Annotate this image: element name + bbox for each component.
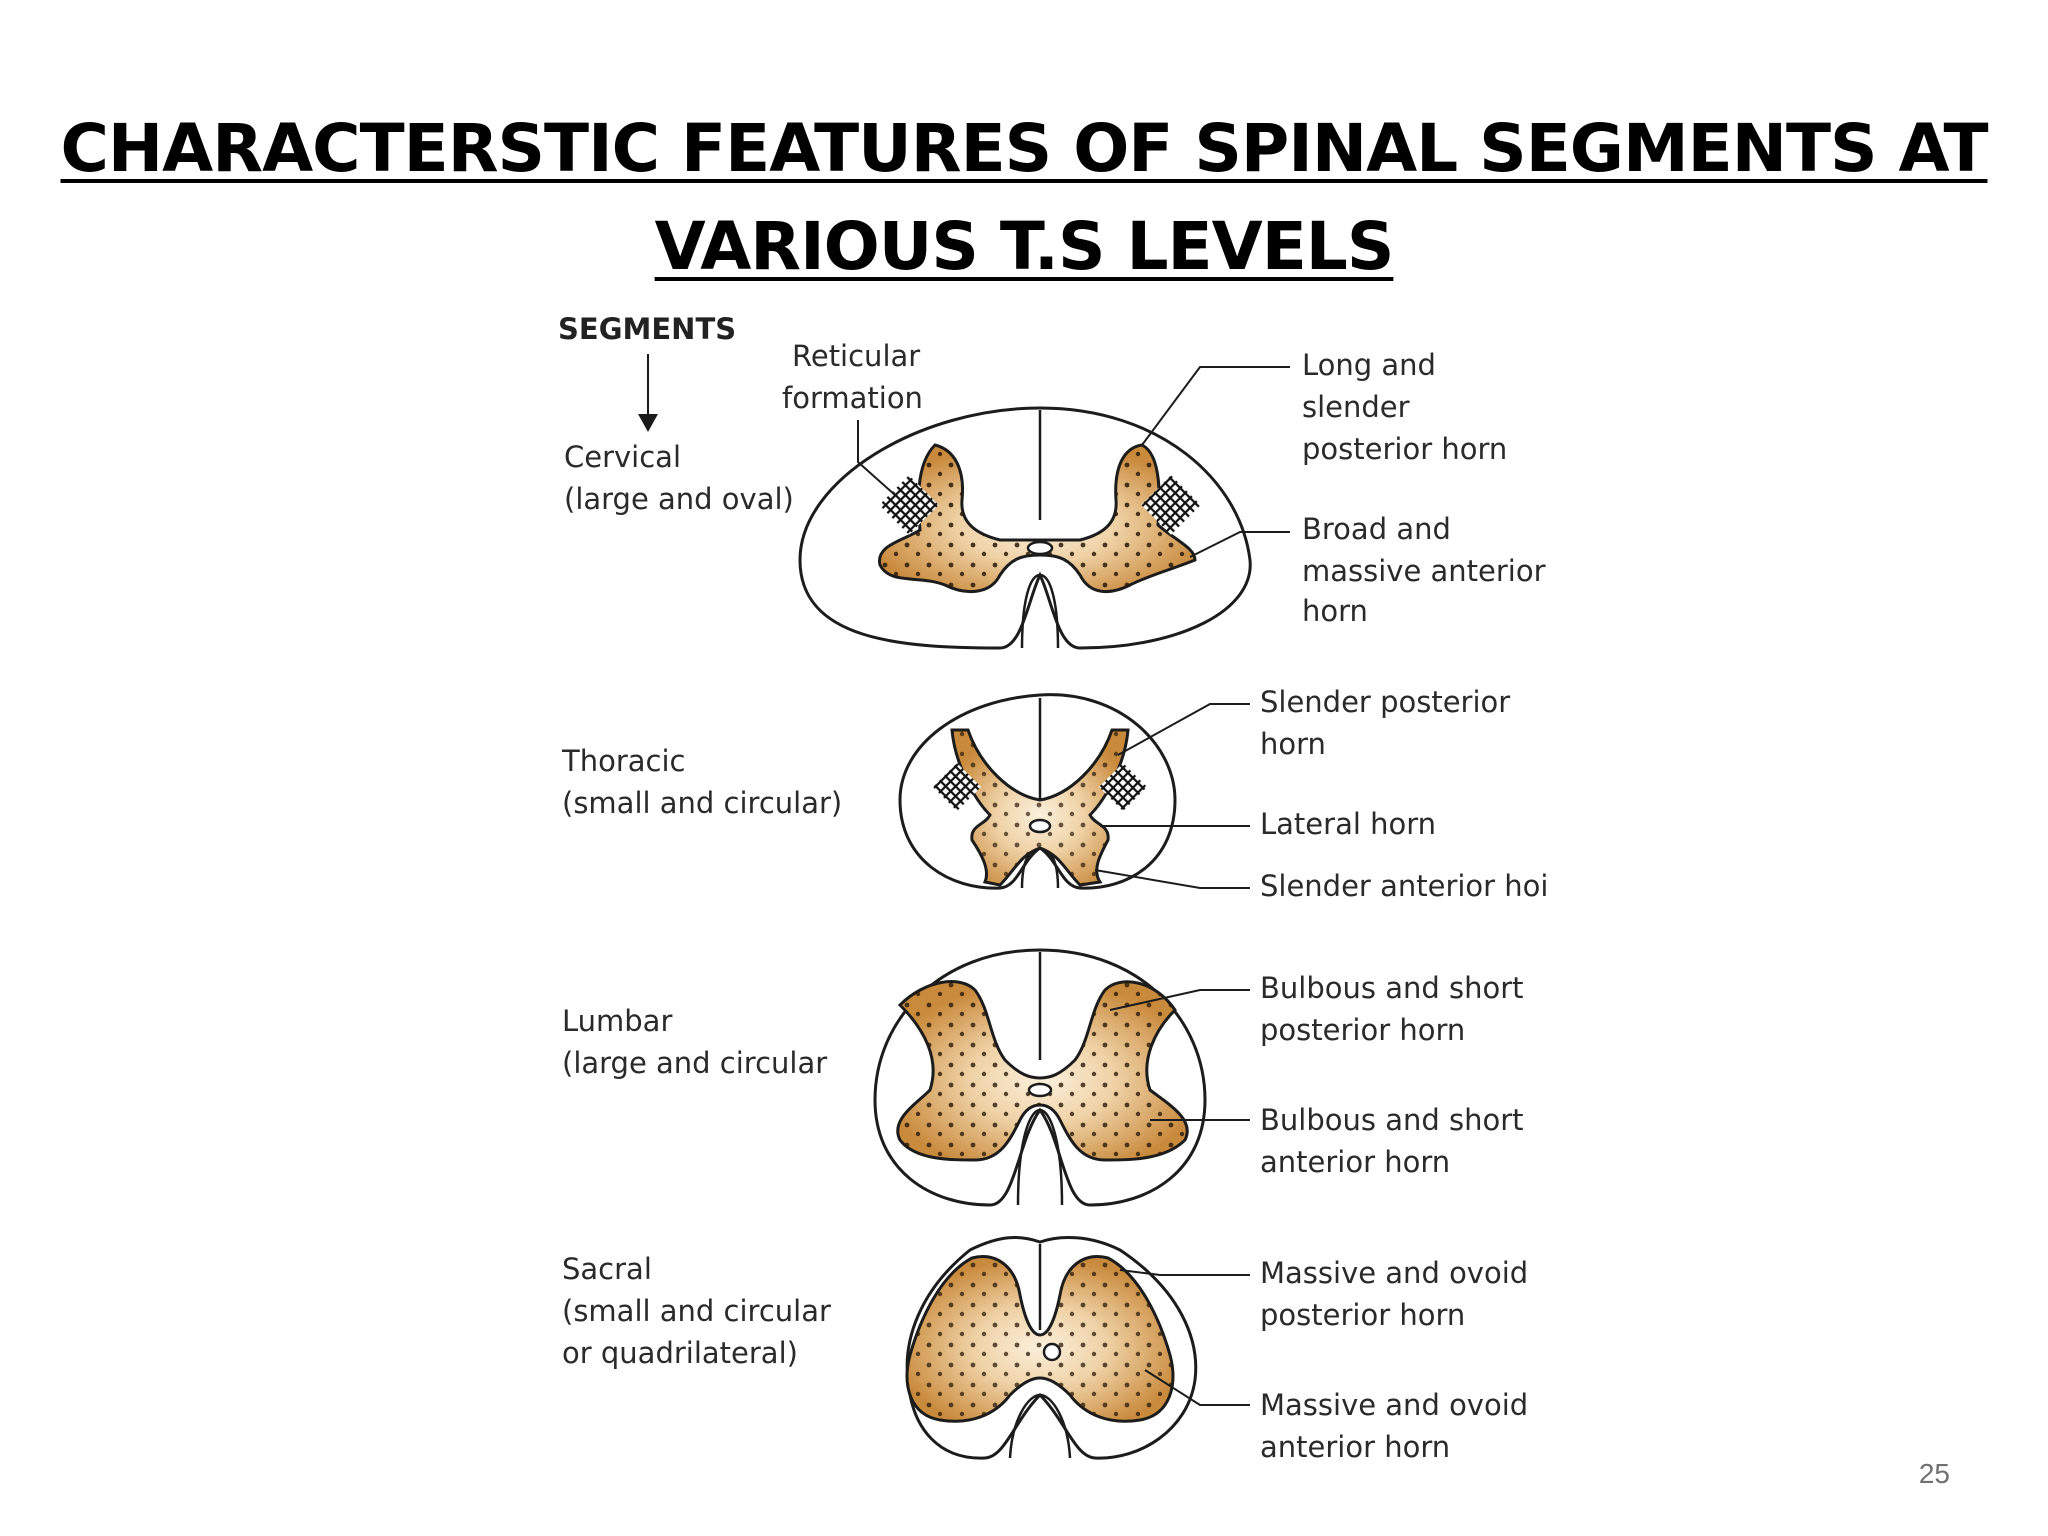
lumbar-neuron-dots — [897, 981, 1188, 1160]
slide-title: CHARACTERSTIC FEATURES OF SPINAL SEGMENT… — [0, 100, 2048, 296]
sacral-neuron-dots — [907, 1256, 1173, 1422]
cervical-neuron-dots — [879, 445, 1195, 592]
reticular-leader — [857, 420, 896, 496]
thoracic-name: Thoracic — [561, 744, 685, 778]
thoracic-central-canal — [1028, 818, 1052, 834]
lumbar-anterior-fissure — [1016, 1108, 1064, 1206]
cervical-name: Cervical — [564, 440, 681, 474]
sacral-label1-l1: Massive and ovoid — [1260, 1256, 1528, 1290]
reticular-label-2: formation — [782, 381, 923, 415]
sacral-leader-1 — [1119, 1269, 1250, 1276]
sacral-label2-l1: Massive and ovoid — [1260, 1388, 1528, 1422]
lumbar-label1-l2: posterior horn — [1260, 1013, 1465, 1047]
lumbar-name: Lumbar — [562, 1004, 672, 1038]
page-number: 25 — [1918, 1458, 1950, 1489]
thoracic-section — [898, 693, 1250, 890]
cervical-label1-l1: Long and — [1302, 348, 1436, 382]
thoracic-label1-l1: Slender posterior — [1260, 685, 1510, 719]
thoracic-neuron-dots — [952, 730, 1128, 885]
sacral-section — [905, 1235, 1250, 1460]
thoracic-leader-3 — [1094, 869, 1250, 889]
sacral-desc-1: (small and circular — [562, 1294, 831, 1328]
cervical-label1-l3: posterior horn — [1302, 432, 1507, 466]
sacral-label1-l2: posterior horn — [1260, 1298, 1465, 1332]
thoracic-desc: (small and circular) — [562, 786, 842, 820]
thoracic-reticular-left — [932, 762, 982, 812]
cervical-reticular-right — [1141, 475, 1201, 535]
sacral-name: Sacral — [562, 1252, 652, 1286]
sacral-label2-l2: anterior horn — [1260, 1430, 1450, 1464]
sacral-central-canal — [1042, 1342, 1062, 1362]
sacral-leader-2 — [1144, 1369, 1250, 1406]
cervical-label2-l3: horn — [1302, 594, 1368, 628]
slide-title-line1: CHARACTERSTIC FEATURES OF SPINAL SEGMENT… — [60, 110, 1989, 187]
segments-arrow-head — [638, 414, 658, 432]
sacral-desc-2: or quadrilateral) — [562, 1336, 798, 1370]
cervical-reticular-left — [879, 475, 939, 535]
thoracic-label1-l2: horn — [1260, 727, 1326, 761]
reticular-label-1: Reticular — [792, 339, 920, 373]
thoracic-leader-1 — [1117, 703, 1250, 756]
sacral-anterior-fissure — [1008, 1393, 1072, 1459]
cervical-desc: (large and oval) — [564, 482, 794, 516]
segments-header: SEGMENTS — [558, 312, 736, 346]
slide-title-line2: VARIOUS T.S LEVELS — [654, 208, 1395, 285]
cervical-central-canal — [1026, 540, 1054, 556]
cervical-section — [798, 366, 1290, 650]
cervical-label2-l2: massive anterior — [1302, 554, 1546, 588]
lumbar-label2-l1: Bulbous and short — [1260, 1103, 1524, 1137]
cervical-outline — [798, 406, 1252, 650]
cervical-leader-2 — [1189, 531, 1290, 558]
cervical-anterior-fissure — [1020, 573, 1060, 649]
cervical-label1-l2: slender — [1302, 390, 1410, 424]
lumbar-section — [873, 948, 1250, 1207]
lumbar-label2-l2: anterior horn — [1260, 1145, 1450, 1179]
lumbar-leader-1 — [1109, 989, 1250, 1011]
lumbar-label1-l1: Bulbous and short — [1260, 971, 1524, 1005]
cervical-label2-l1: Broad and — [1302, 512, 1451, 546]
cervical-leader-1 — [1141, 366, 1290, 446]
thoracic-label3: Slender anterior hoi — [1260, 869, 1549, 903]
lumbar-central-canal — [1027, 1082, 1053, 1098]
thoracic-label2: Lateral horn — [1260, 807, 1436, 841]
lumbar-desc: (large and circular — [562, 1046, 827, 1080]
